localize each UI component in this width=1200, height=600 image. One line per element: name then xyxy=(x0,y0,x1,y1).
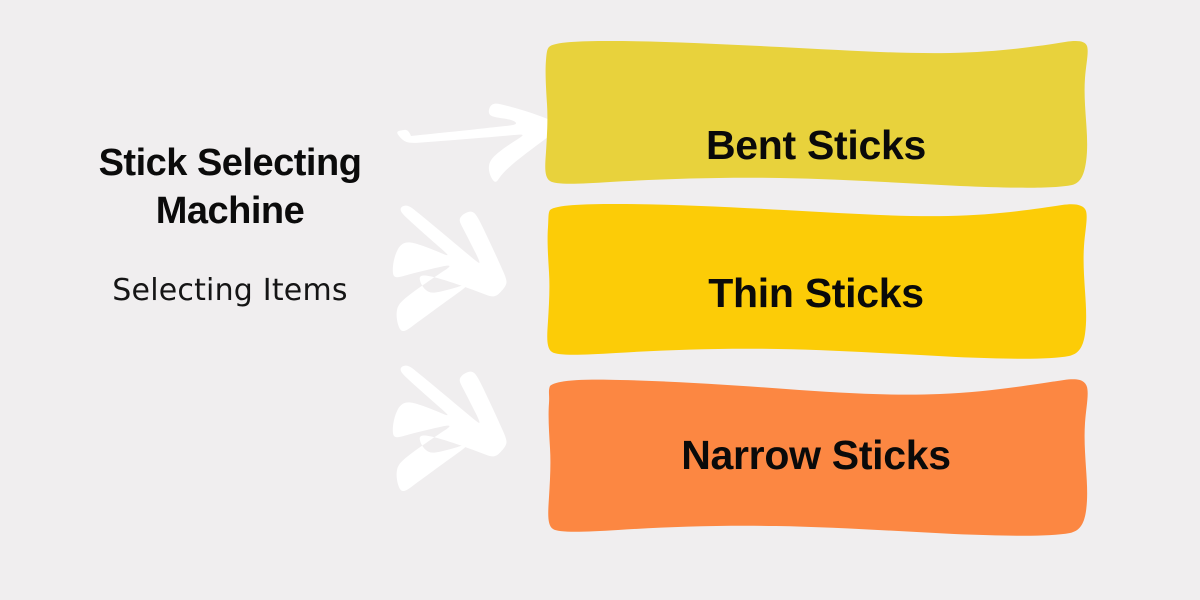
output-box-narrow-sticks[interactable]: Narrow Sticks xyxy=(540,370,1092,540)
output-box-bent-sticks-shape xyxy=(545,41,1088,188)
machine-title: Stick Selecting Machine xyxy=(40,140,420,235)
arrow-to-narrow-sticks-icon xyxy=(392,365,507,492)
output-box-bent-sticks[interactable]: Bent Sticks xyxy=(540,30,1092,195)
machine-title-line-1: Stick Selecting xyxy=(98,142,362,184)
machine-title-line-2: Machine xyxy=(155,189,305,232)
output-box-narrow-sticks-shape xyxy=(548,379,1088,536)
output-box-thin-sticks-shape xyxy=(547,204,1087,359)
output-box-thin-sticks[interactable]: Thin Sticks xyxy=(540,196,1092,364)
output-box-narrow-sticks-label: Narrow Sticks xyxy=(681,432,951,478)
machine-subtitle: Selecting Items xyxy=(112,273,348,308)
arrow-to-bent-sticks-icon xyxy=(397,103,557,182)
output-box-thin-sticks-label: Thin Sticks xyxy=(708,270,924,316)
output-box-bent-sticks-label: Bent Sticks xyxy=(706,122,926,168)
source-node: Stick Selecting Machine Selecting Items xyxy=(40,140,420,308)
